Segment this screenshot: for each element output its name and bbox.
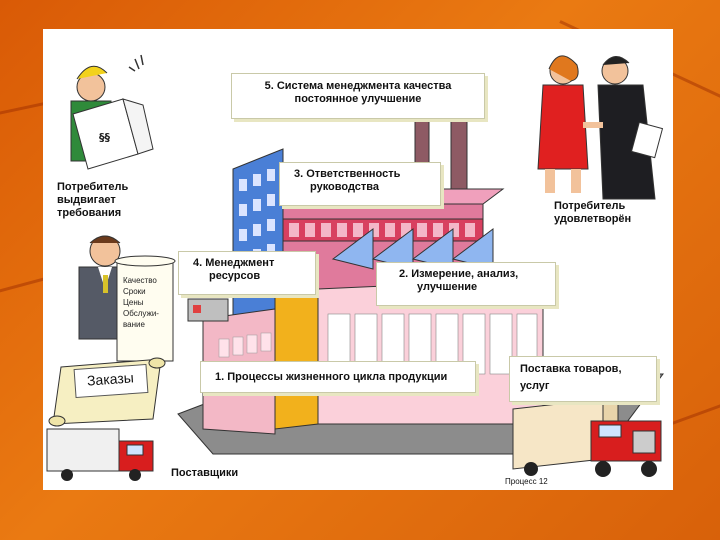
callout-quality-management-system: 5. Система менеджмента качества постоянн… [231, 73, 485, 119]
label-process-caption: Процесс 12 [505, 477, 548, 486]
requirements-list: Качество Сроки Цены Обслужи- вание [123, 275, 159, 330]
slide-canvas: §§ [43, 29, 673, 490]
callout-management-responsibility: 3. Ответственность руководства [279, 162, 441, 206]
callout-delivery-line2: услуг [520, 380, 656, 393]
label-consumer-demands-line3: требования [57, 207, 128, 220]
doc-symbol: §§ [99, 131, 111, 144]
callout-management-line2: руководства [310, 181, 440, 194]
callout-management-line1: 3. Ответственность [294, 168, 440, 181]
callout-qms-line1: 5. Система менеджмента качества [232, 80, 484, 93]
callout-resource-management: 4. Менеджмент ресурсов [178, 251, 316, 295]
callout-measurement-line2: улучшение [417, 281, 555, 294]
callout-product-lifecycle-processes: 1. Процессы жизненного цикла продукции [200, 361, 476, 393]
requirement-item: Обслужи- [123, 308, 159, 319]
consumer-demands-figure: §§ [71, 55, 153, 169]
yellow-column [275, 279, 318, 429]
label-consumer-demands: Потребитель выдвигает требования [57, 181, 128, 220]
callout-delivery: Поставка товаров, услуг [509, 356, 657, 402]
label-suppliers: Поставщики [171, 467, 238, 480]
handshake-figures [538, 56, 662, 199]
requirement-item: Цены [123, 297, 159, 308]
callout-measurement-analysis: 2. Измерение, анализ, улучшение [376, 262, 556, 306]
callout-measurement-line1: 2. Измерение, анализ, [399, 268, 555, 281]
callout-processes-line1: 1. Процессы жизненного цикла продукции [215, 371, 475, 384]
supplier-truck [47, 429, 153, 481]
delivery-truck [513, 399, 661, 477]
requirement-item: вание [123, 319, 159, 330]
requirement-item: Качество [123, 275, 159, 286]
orders-scroll [49, 358, 165, 426]
label-consumer-satisfied-line2: удовлетворён [554, 213, 631, 226]
label-consumer-demands-line2: выдвигает [57, 194, 128, 207]
label-consumer-satisfied-line1: Потребитель [554, 200, 631, 213]
callout-delivery-line1: Поставка товаров, [520, 363, 656, 376]
label-orders: Заказы [87, 371, 135, 387]
side-shed-light [193, 305, 201, 313]
requirement-item: Сроки [123, 286, 159, 297]
callout-resources-line2: ресурсов [209, 270, 315, 283]
label-consumer-satisfied: Потребитель удовлетворён [554, 200, 631, 226]
callout-qms-line2: постоянное улучшение [232, 93, 484, 106]
label-consumer-demands-line1: Потребитель [57, 181, 128, 194]
callout-resources-line1: 4. Менеджмент [193, 257, 315, 270]
